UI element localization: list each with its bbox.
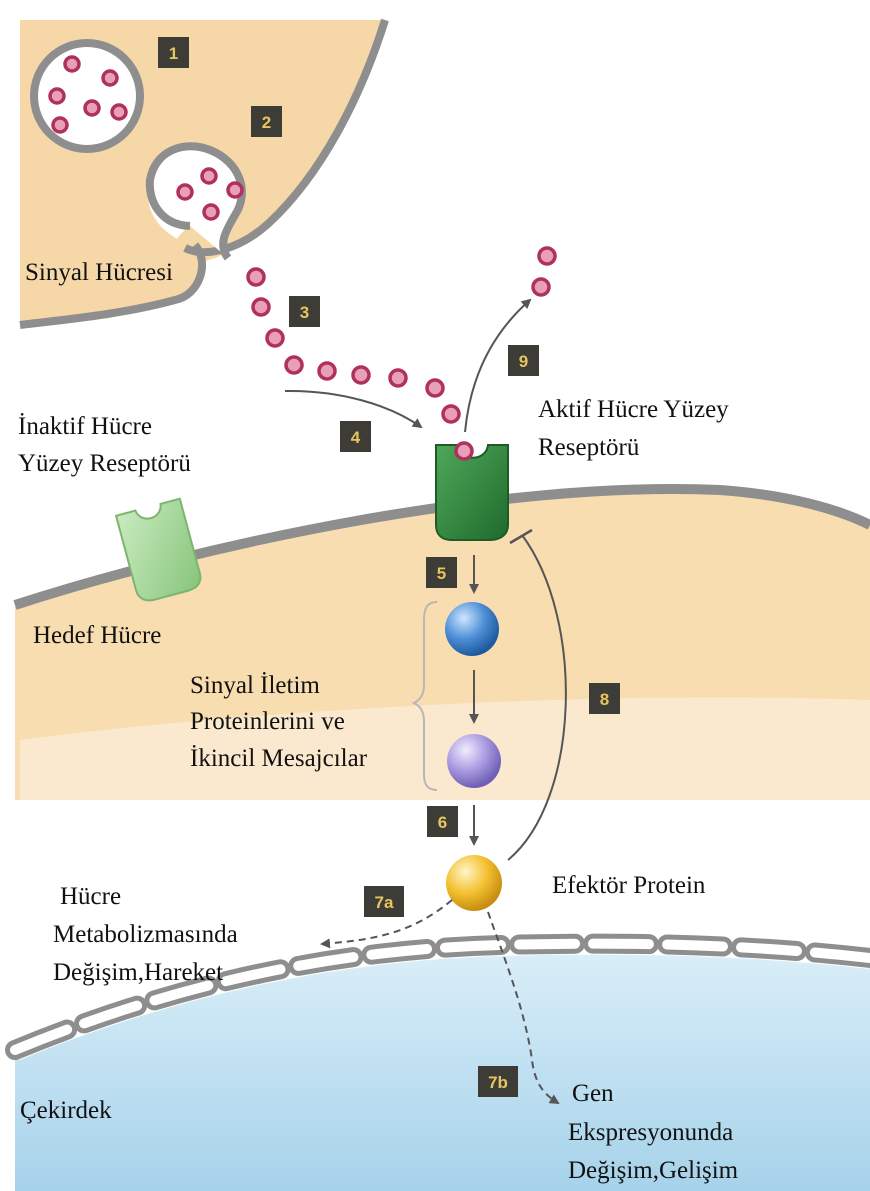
step-badge-5: 5 bbox=[426, 557, 457, 588]
signal-molecule bbox=[202, 169, 216, 183]
step-badge-7b: 7b bbox=[478, 1066, 518, 1097]
label-target-cell: Hedef Hücre bbox=[33, 622, 161, 649]
secretory-vesicle bbox=[34, 43, 140, 149]
step-badge-8: 8 bbox=[589, 683, 620, 714]
svg-text:6: 6 bbox=[438, 813, 447, 832]
label-gene-line-1: Gen bbox=[572, 1080, 614, 1107]
label-inactive-receptor-line-2: Yüzey Reseptörü bbox=[18, 450, 191, 477]
signal-molecule bbox=[267, 330, 283, 346]
signal-molecule bbox=[85, 101, 99, 115]
signal-molecule bbox=[65, 57, 79, 71]
label-transduction-line-3: İkincil Mesajcılar bbox=[190, 745, 368, 772]
signal-molecule bbox=[319, 363, 335, 379]
signal-molecule bbox=[204, 205, 218, 219]
label-inactive-receptor-line-1: İnaktif Hücre bbox=[18, 413, 152, 440]
label-signal-cell: Sinyal Hücresi bbox=[25, 259, 173, 286]
signal-molecule bbox=[112, 105, 126, 119]
step-badge-7a: 7a bbox=[364, 886, 404, 917]
label-metabolism-line-3: Değişim,Hareket bbox=[53, 959, 223, 986]
label-active-receptor-line-1: Aktif Hücre Yüzey bbox=[538, 396, 729, 423]
step-badge-9: 9 bbox=[508, 345, 539, 376]
signal-molecule bbox=[353, 367, 369, 383]
step-badge-4: 4 bbox=[340, 421, 371, 452]
released-signal-molecule bbox=[533, 279, 549, 295]
label-nucleus: Çekirdek bbox=[20, 1097, 112, 1124]
svg-text:7a: 7a bbox=[375, 893, 394, 912]
active-receptor-shape bbox=[436, 445, 508, 540]
step-badge-3: 3 bbox=[289, 296, 320, 327]
svg-text:9: 9 bbox=[519, 352, 528, 371]
active-receptor bbox=[436, 443, 508, 540]
bound-signal-molecule bbox=[456, 443, 472, 459]
svg-text:5: 5 bbox=[437, 564, 446, 583]
signal-molecule bbox=[228, 183, 242, 197]
effector-protein bbox=[446, 855, 502, 911]
signal-molecule bbox=[103, 71, 117, 85]
step-badge-1: 1 bbox=[158, 37, 189, 68]
signal-molecule bbox=[178, 185, 192, 199]
transducer-protein-2 bbox=[447, 734, 501, 788]
label-transduction-line-1: Sinyal İletim bbox=[190, 672, 320, 699]
label-effector-protein: Efektör Protein bbox=[552, 872, 706, 899]
label-metabolism-line-2: Metabolizmasında bbox=[53, 921, 238, 948]
signal-molecule bbox=[443, 406, 459, 422]
transducer-protein-1 bbox=[445, 602, 499, 656]
step-badge-2: 2 bbox=[251, 106, 282, 137]
svg-text:1: 1 bbox=[169, 44, 178, 63]
svg-text:7b: 7b bbox=[488, 1073, 508, 1092]
svg-text:4: 4 bbox=[351, 428, 361, 447]
signal-molecule bbox=[427, 380, 443, 396]
signal-molecule bbox=[53, 118, 67, 132]
label-gene-line-2: Ekspresyonunda bbox=[568, 1119, 733, 1146]
svg-text:2: 2 bbox=[262, 113, 271, 132]
label-gene-line-3: Değişim,Gelişim bbox=[568, 1157, 739, 1184]
signal-molecule bbox=[390, 370, 406, 386]
signal-molecule bbox=[286, 357, 302, 373]
label-metabolism-line-1: Hücre bbox=[60, 883, 121, 910]
label-transduction-line-2: Proteinlerini ve bbox=[190, 708, 345, 735]
svg-text:8: 8 bbox=[600, 690, 609, 709]
step-badge-6: 6 bbox=[427, 806, 458, 837]
signal-molecule bbox=[248, 269, 264, 285]
svg-text:3: 3 bbox=[300, 303, 309, 322]
signal-molecule bbox=[253, 299, 269, 315]
signal-molecule bbox=[50, 89, 64, 103]
label-active-receptor-line-2: Reseptörü bbox=[538, 434, 640, 461]
nucleus-interior bbox=[15, 954, 870, 1191]
released-signal-molecule bbox=[539, 248, 555, 264]
